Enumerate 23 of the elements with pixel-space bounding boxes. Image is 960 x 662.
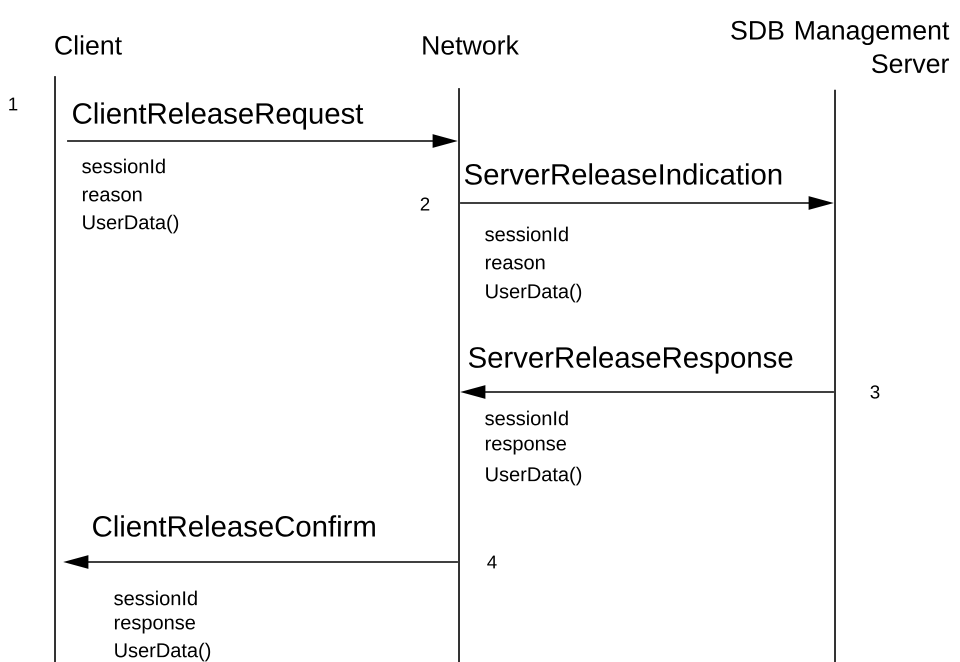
parameter: reason [82, 190, 142, 202]
parameter: sessionId [82, 158, 165, 174]
parameter: UserData() [486, 284, 582, 302]
parameter: sessionId [485, 410, 568, 426]
message-name: ServerReleaseIndication [464, 163, 782, 185]
step-number: 3 [870, 385, 880, 399]
step-number: 4 [487, 556, 497, 568]
lifeline-heading: Client [55, 35, 122, 55]
lifeline-heading: Network [423, 35, 519, 55]
parameter: UserData() [486, 466, 582, 486]
message-name: ServerReleaseResponse [468, 346, 792, 374]
message-name: ClientReleaseRequest [73, 102, 364, 130]
parameter: sessionId [114, 590, 197, 606]
parameter: reason [486, 258, 544, 270]
parameter: UserData() [115, 642, 210, 662]
step-number: 1 [9, 98, 18, 110]
lifeline-heading: SDB Management Server [731, 20, 950, 74]
parameter: sessionId [485, 226, 568, 242]
step-number: 2 [420, 197, 430, 211]
parameter: UserData() [83, 214, 178, 234]
parameter: response [114, 618, 195, 634]
parameter: response [486, 440, 566, 454]
message-name: ClientReleaseConfirm [93, 515, 375, 537]
